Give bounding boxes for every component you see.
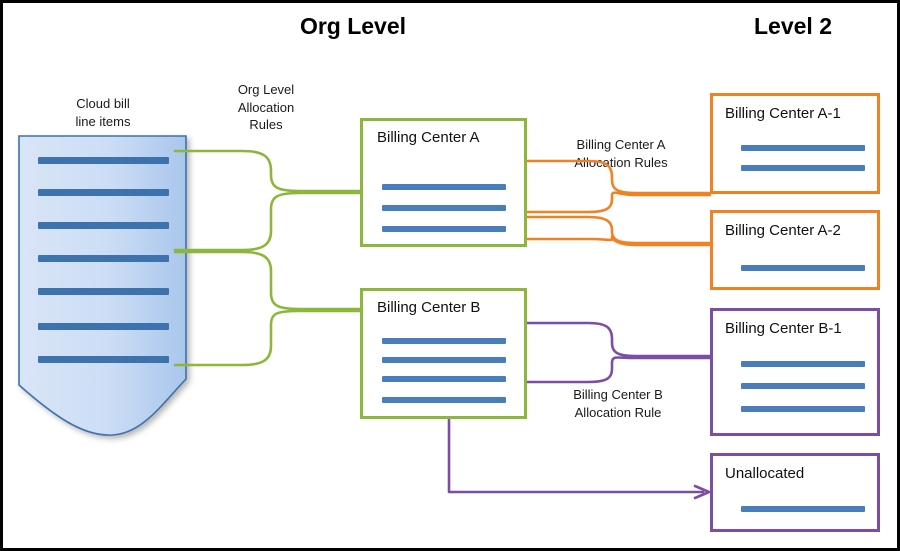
source-line-item <box>38 189 169 196</box>
billing-center-a-box[interactable]: Billing Center A <box>360 118 527 247</box>
bc-a-rules-line2: Allocation Rules <box>574 154 668 170</box>
unallocated-line-item <box>741 506 865 512</box>
source-line-item <box>38 323 169 330</box>
billing-center-a-title: Billing Center A <box>377 129 480 146</box>
billing-center-b-line-item <box>382 376 506 382</box>
purple-connector-1 <box>509 321 712 358</box>
source-document-shape <box>18 135 187 436</box>
purple-connector-2 <box>509 356 712 384</box>
unallocated-box[interactable]: Unallocated <box>710 453 880 532</box>
billing-center-b-line-item <box>382 338 506 344</box>
org-level-rules-line3: Rules <box>249 117 283 133</box>
billing-center-a2-title: Billing Center A-2 <box>725 222 841 239</box>
billing-center-b-line-item <box>382 397 506 403</box>
page-title-org-level: Org Level <box>299 13 407 39</box>
bc-a-rules-label: Billing Center A Allocation Rules <box>546 136 696 171</box>
billing-center-a1-title: Billing Center A-1 <box>725 105 841 122</box>
arrowhead-icon <box>693 484 711 500</box>
org-level-rules-line2: Allocation <box>237 99 295 115</box>
source-line-item <box>38 255 169 262</box>
green-connector-3 <box>173 250 362 311</box>
orange-connector-4 <box>504 235 712 247</box>
bc-b-rules-label: Billing Center B Allocation Rule <box>543 386 693 421</box>
billing-center-a1-line-item <box>741 165 865 171</box>
source-line-item <box>38 288 169 295</box>
org-level-rules-line1: Org Level <box>237 82 295 97</box>
billing-center-b1-line-item <box>741 383 865 389</box>
source-line-item <box>38 157 169 164</box>
source-line-item <box>38 222 169 229</box>
source-label: Cloud bill line items <box>28 95 178 130</box>
billing-center-b1-line-item <box>741 361 865 367</box>
billing-center-a2-line-item <box>741 265 865 271</box>
billing-center-b1-box[interactable]: Billing Center B-1 <box>710 308 880 436</box>
green-connector-1 <box>173 149 362 193</box>
source-line-item <box>38 356 169 363</box>
org-level-rules-label: Org Level Allocation Rules <box>201 81 331 134</box>
billing-center-b1-line-item <box>741 406 865 412</box>
billing-center-b1-title: Billing Center B-1 <box>725 320 842 337</box>
source-label-line1: Cloud bill <box>76 96 130 111</box>
green-connector-2 <box>173 191 362 252</box>
orange-connector-3 <box>504 215 712 245</box>
billing-center-a-line-item <box>382 205 506 211</box>
bc-a-rules-line1: Billing Center A <box>576 137 666 152</box>
org-level-allocation-connectors <box>173 149 362 367</box>
unallocated-title: Unallocated <box>725 465 805 482</box>
green-connector-4 <box>173 309 362 367</box>
billing-center-a1-box[interactable]: Billing Center A-1 <box>710 93 880 194</box>
billing-center-b-title: Billing Center B <box>377 299 481 316</box>
bc-b-rules-line2: Allocation Rule <box>574 404 662 420</box>
orange-connector-2 <box>504 191 712 214</box>
billing-center-b-line-item <box>382 357 506 363</box>
bc-b-rules-line1: Billing Center B <box>573 387 663 402</box>
billing-center-a2-box[interactable]: Billing Center A-2 <box>710 210 880 290</box>
bc-a-allocation-connectors <box>504 159 712 247</box>
billing-center-a-line-item <box>382 226 506 232</box>
billing-center-a-line-item <box>382 184 506 190</box>
billing-center-a1-line-item <box>741 145 865 151</box>
source-label-line2: line items <box>75 113 131 129</box>
page-title-level-2: Level 2 <box>754 13 832 39</box>
billing-center-b-box[interactable]: Billing Center B <box>360 288 527 419</box>
